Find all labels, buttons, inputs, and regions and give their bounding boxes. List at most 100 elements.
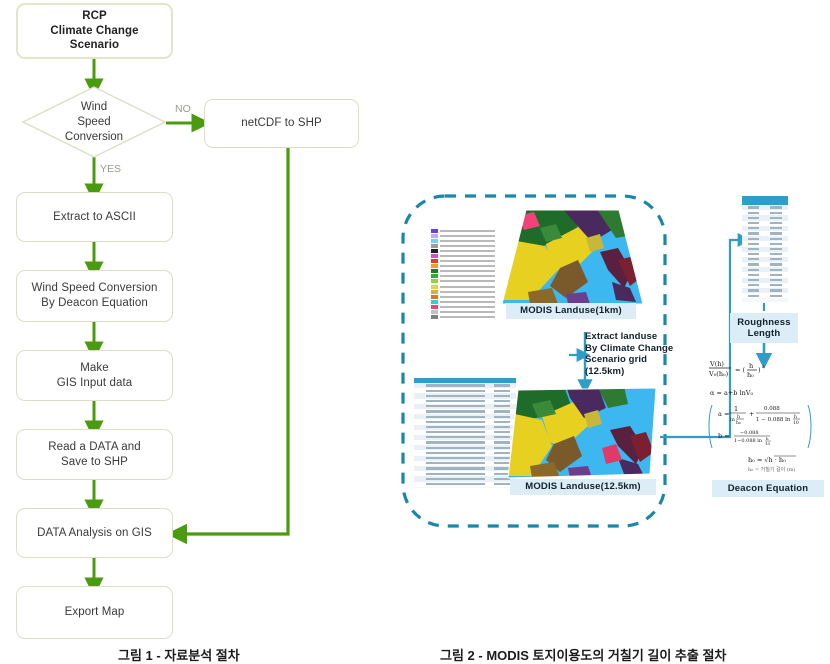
- legend-row: [431, 274, 495, 279]
- table-row: [414, 383, 516, 389]
- table-row: [742, 220, 788, 226]
- svg-text:h: h: [794, 414, 797, 420]
- table-row: [742, 262, 788, 268]
- table-row: [414, 388, 516, 394]
- table-row: [414, 476, 516, 482]
- svg-text:h: h: [766, 436, 769, 441]
- roughness-length-label: Roughness Length: [730, 313, 798, 343]
- table-row: [742, 267, 788, 273]
- flow-node-extract-to-ascii[interactable]: Extract to ASCII: [16, 192, 173, 242]
- map-label-1km: MODIS Landuse(1km): [506, 303, 636, 319]
- svg-text:h₀: h₀: [736, 420, 741, 426]
- deacon-equation-formulas: V(h) V₀(h₀) = ( h h₀ ) a α = a+b lnV₀ a …: [708, 360, 812, 473]
- table-row: [414, 450, 516, 456]
- extract-landuse-note: Extract landuse By Climate Change Scenar…: [585, 331, 674, 377]
- svg-text:a =: a =: [718, 410, 729, 418]
- table-row: [414, 398, 516, 404]
- table-row: [414, 419, 516, 425]
- svg-text:1: 1: [734, 405, 738, 413]
- figure-2-caption: 그림 2 - MODIS 토지이용도의 거칠기 길이 추출 절차: [440, 648, 727, 663]
- table-row: [414, 393, 516, 399]
- legend-row: [431, 304, 495, 309]
- table-row: [414, 414, 516, 420]
- svg-text:α = a+b lnV₀: α = a+b lnV₀: [710, 389, 753, 397]
- svg-text:1−0.088 ln: 1−0.088 ln: [734, 438, 763, 444]
- modis-landuse-1km-map: [501, 209, 644, 305]
- legend-row: [431, 259, 495, 264]
- legend-row: [431, 289, 495, 294]
- legend-row: [431, 310, 495, 315]
- table-row: [414, 455, 516, 461]
- legend-row: [431, 299, 495, 304]
- flow-node-data-analysis-on-gis[interactable]: DATA Analysis on GIS: [16, 508, 173, 558]
- table-row: [414, 424, 516, 430]
- legend-row: [431, 243, 495, 248]
- table-row: [742, 272, 788, 278]
- svg-text:−0.088: −0.088: [740, 430, 759, 436]
- landuse-statistics-table: [414, 378, 516, 488]
- legend-row: [431, 238, 495, 243]
- flow-node-wind-speed-conversion[interactable]: Wind Speed Conversion By Deacon Equation: [16, 270, 173, 322]
- table-row: [742, 205, 788, 211]
- svg-text:h₀: h₀: [747, 371, 754, 379]
- table-row: [414, 440, 516, 446]
- legend-row: [431, 294, 495, 299]
- svg-text:ln: ln: [730, 417, 736, 423]
- table-header: [414, 378, 516, 383]
- deacon-equation-label: Deacon Equation: [712, 480, 824, 497]
- table-row: [414, 460, 516, 466]
- table-row: [742, 282, 788, 288]
- legend-row: [431, 253, 495, 259]
- table-row: [742, 230, 788, 237]
- flow-node-start[interactable]: RCP Climate Change Scenario: [16, 3, 173, 59]
- svg-text:h: h: [749, 362, 753, 370]
- table-row: [414, 429, 516, 435]
- svg-text:V(h): V(h): [709, 360, 724, 368]
- table-row: [742, 236, 788, 242]
- svg-text:1 − 0.088 ln: 1 − 0.088 ln: [756, 417, 791, 423]
- flow-node-netcdf-to-shp[interactable]: netCDF to SHP: [204, 99, 359, 148]
- legend-row: [431, 269, 495, 274]
- figure-1-flowchart: RCP Climate Change Scenario Wind Speed C…: [0, 0, 359, 663]
- table-row: [742, 215, 788, 221]
- table-row: [742, 246, 788, 252]
- svg-text:+: +: [749, 410, 754, 418]
- table-row: [742, 251, 788, 257]
- modis-landuse-12-5km-map: [507, 387, 657, 479]
- flow-node-read-data-save-shp[interactable]: Read a DATA and Save to SHP: [16, 429, 173, 480]
- svg-text:= (: = (: [735, 366, 746, 374]
- table-row: [742, 256, 788, 263]
- table-row: [414, 434, 516, 441]
- svg-text:0.088: 0.088: [764, 406, 780, 412]
- map-label-12-5km: MODIS Landuse(12.5km): [510, 479, 656, 495]
- flow-node-make-gis-input-data[interactable]: Make GIS Input data: [16, 350, 173, 401]
- table-row: [742, 241, 788, 247]
- diamond-shape: [22, 86, 166, 158]
- legend-row: [431, 284, 495, 289]
- legend-row: [431, 315, 495, 320]
- svg-text:10: 10: [765, 441, 771, 446]
- edge-label-no: NO: [175, 103, 191, 115]
- svg-text:b =: b =: [718, 432, 730, 440]
- table-row: [414, 471, 516, 477]
- table-row: [414, 481, 516, 487]
- legend-row: [431, 228, 495, 233]
- table-row: [742, 293, 788, 299]
- svg-text:V₀(h₀): V₀(h₀): [708, 370, 729, 378]
- flow-node-export-map[interactable]: Export Map: [16, 586, 173, 639]
- svg-text:10: 10: [793, 420, 799, 426]
- flow-node-decision[interactable]: Wind Speed Conversion: [22, 86, 166, 158]
- roughness-length-table: [742, 196, 788, 302]
- table-row: [742, 225, 788, 231]
- legend-row: [431, 233, 495, 238]
- flow-node-decision-label: Wind Speed Conversion: [64, 100, 124, 143]
- table-row: [414, 445, 516, 451]
- legend-row: [431, 264, 495, 269]
- edge-label-yes: YES: [100, 163, 122, 175]
- svg-text:h: h: [737, 414, 740, 420]
- svg-text:h₀ = √h · h₀: h₀ = √h · h₀: [748, 456, 786, 464]
- table-row: [742, 210, 788, 216]
- legend-row: [431, 248, 495, 253]
- legend-row: [431, 279, 495, 284]
- landuse-class-legend: [431, 228, 495, 320]
